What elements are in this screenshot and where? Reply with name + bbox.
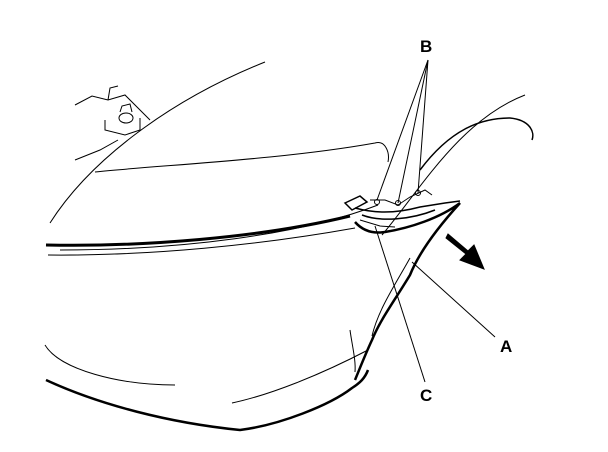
fender-edge (419, 117, 534, 171)
side-bumper-part-a (353, 201, 461, 381)
fender-arch-line (381, 94, 526, 236)
grille-top-line (59, 204, 379, 251)
callout-c: C (420, 386, 433, 405)
bumper-lower-inner (44, 344, 176, 386)
leader-line-a (411, 261, 496, 338)
part-a-inner-line (371, 257, 411, 337)
leader-line-c (374, 225, 426, 383)
callout-b: B (420, 37, 433, 56)
removal-direction-arrow-icon (445, 233, 485, 270)
bumper-chin-line (231, 349, 369, 404)
hood-latch-bracket (74, 85, 151, 161)
mounting-bracket (343, 189, 461, 228)
bumper-upper-inner (47, 227, 356, 256)
bumper-corner-line (349, 329, 356, 373)
hood-top-edge (49, 61, 266, 224)
bumper-lower-contour (45, 369, 370, 432)
bumper-upper-edge (45, 214, 351, 247)
hood-front-line (94, 142, 389, 173)
callout-a: A (500, 337, 513, 356)
leader-lines-b (376, 59, 429, 204)
